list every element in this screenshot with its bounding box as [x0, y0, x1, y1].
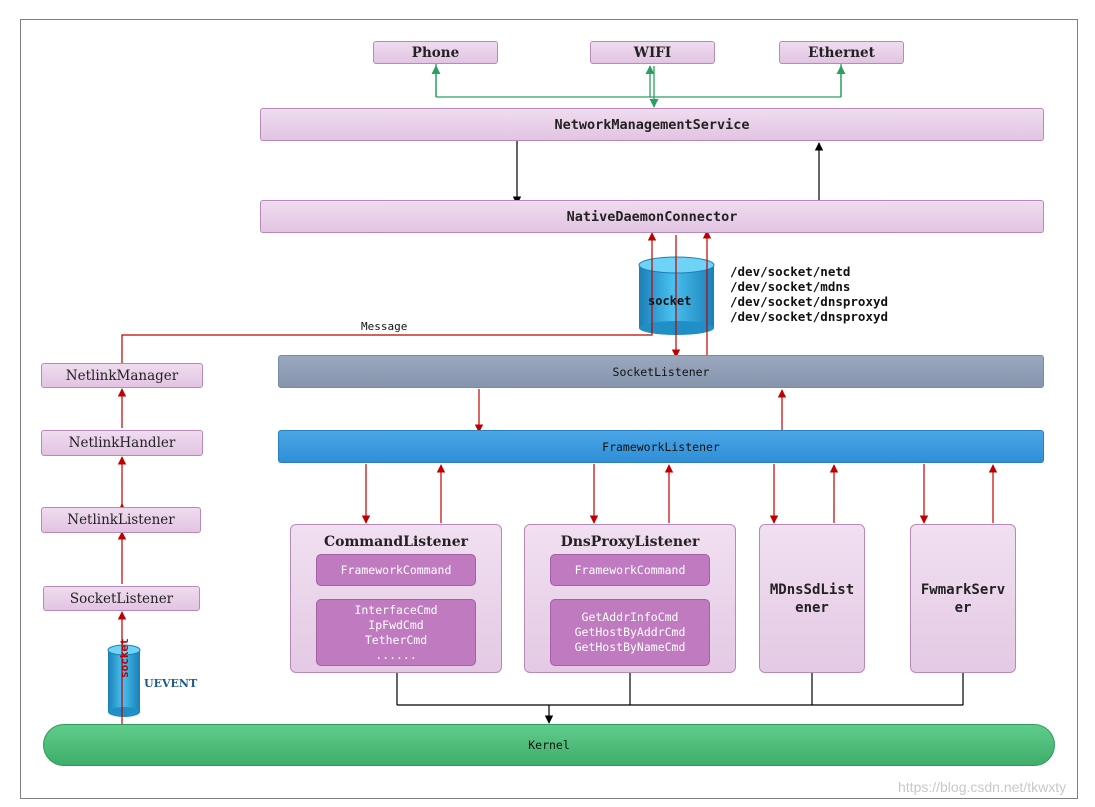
watermark: https://blog.csdn.net/tkwxty — [898, 779, 1067, 795]
dns-proxy-listener-title: DnsProxyListener — [560, 534, 700, 550]
framework-listener-bar: FrameworkListener — [278, 430, 1044, 463]
wifi-box: WIFI — [590, 41, 715, 64]
phone-box: Phone — [373, 41, 498, 64]
cmd-get-host-by-addr: GetHostByAddrCmd — [574, 625, 686, 639]
cmd-interface: InterfaceCmd — [354, 602, 438, 617]
phone-label: Phone — [411, 44, 460, 61]
left-socket-listener-label: SocketListener — [69, 590, 174, 607]
ethernet-label: Ethernet — [808, 44, 875, 61]
wifi-label: WIFI — [633, 44, 672, 61]
ethernet-box: Ethernet — [779, 41, 904, 64]
mdns-line2: ener — [795, 599, 829, 616]
dev-socket-paths: /dev/socket/netd /dev/socket/mdns /dev/s… — [730, 264, 888, 324]
ndc-label: NativeDaemonConnector — [566, 208, 738, 225]
dns-proxy-listener-panel: DnsProxyListener FrameworkCommand GetAdd… — [524, 524, 736, 673]
netlink-listener-label: NetlinkListener — [67, 512, 175, 528]
cmd-tether: TetherCmd — [364, 632, 428, 647]
netlink-handler-label: NetlinkHandler — [68, 435, 176, 451]
socket-listener-bar: SocketListener — [278, 355, 1044, 388]
uevent-cylinder — [107, 644, 141, 717]
socket-cylinder-label: socket — [648, 294, 692, 308]
dns-proxy-cmd-list: GetAddrInfoCmd GetHostByAddrCmd GetHostB… — [550, 599, 710, 666]
command-listener-cmd-list: InterfaceCmd IpFwdCmd TetherCmd ...... — [316, 599, 476, 666]
diagram-frame — [20, 19, 1078, 799]
dns-proxy-framework-command: FrameworkCommand — [550, 554, 710, 586]
fwmark-line1: FwmarkServ — [920, 581, 1006, 598]
dev-path-mdns: /dev/socket/mdns — [730, 279, 851, 294]
mdns-sd-listener-panel: MDnsSdList ener — [759, 524, 865, 673]
netlink-listener-box: NetlinkListener — [41, 507, 201, 533]
netlink-manager-label: NetlinkManager — [65, 367, 179, 384]
cmd-ipfwd: IpFwdCmd — [368, 617, 424, 632]
dev-path-dnsproxyd-2: /dev/socket/dnsproxyd — [730, 309, 889, 324]
netlink-handler-box: NetlinkHandler — [41, 430, 203, 456]
cmd-get-host-by-name: GetHostByNameCmd — [574, 640, 686, 654]
cmd-get-addr-info: GetAddrInfoCmd — [581, 610, 679, 624]
command-listener-panel: CommandListener FrameworkCommand Interfa… — [290, 524, 502, 673]
fwmark-server-panel: FwmarkServ er — [910, 524, 1016, 673]
mdns-line1: MDnsSdList — [769, 581, 855, 598]
dev-path-netd: /dev/socket/netd — [730, 264, 851, 279]
command-listener-framework-command-label: FrameworkCommand — [340, 563, 452, 577]
kernel-label: Kernel — [528, 738, 570, 752]
network-management-service-box: NetworkManagementService — [260, 108, 1044, 141]
uevent-label: UEVENT — [144, 677, 198, 690]
uevent-socket-vertical-label: socket — [118, 638, 131, 678]
command-listener-title: CommandListener — [323, 534, 469, 550]
cmd-more: ...... — [375, 647, 417, 662]
dns-proxy-framework-command-label: FrameworkCommand — [574, 563, 686, 577]
kernel-bar: Kernel — [43, 724, 1055, 766]
left-socket-listener-box: SocketListener — [43, 586, 200, 611]
command-listener-framework-command: FrameworkCommand — [316, 554, 476, 586]
fwmark-line2: er — [954, 599, 972, 616]
message-label: Message — [361, 320, 408, 333]
netlink-manager-box: NetlinkManager — [41, 363, 203, 388]
nms-label: NetworkManagementService — [554, 116, 750, 133]
native-daemon-connector-box: NativeDaemonConnector — [260, 200, 1044, 233]
socket-listener-label: SocketListener — [612, 364, 710, 379]
framework-listener-label: FrameworkListener — [602, 439, 720, 454]
dev-path-dnsproxyd: /dev/socket/dnsproxyd — [730, 294, 889, 309]
green-links — [431, 64, 846, 108]
